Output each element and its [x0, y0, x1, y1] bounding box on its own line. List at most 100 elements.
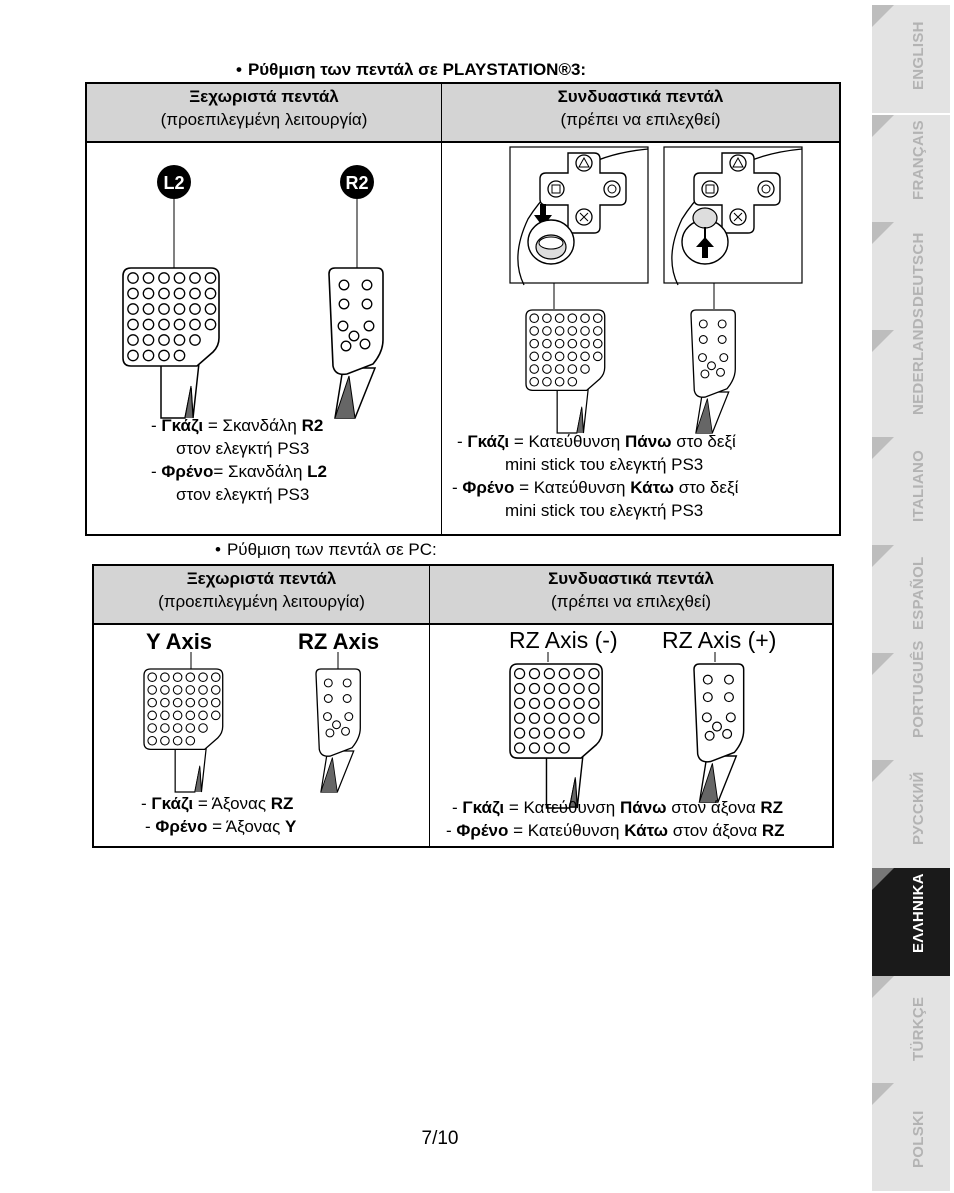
gas-value: RZ: [270, 794, 294, 813]
rz-axis-label: RZ Axis: [298, 629, 380, 654]
gas-line: - Γκάζι = Κατεύθυνση Πάνω στον άξονα RZ: [446, 796, 832, 819]
dash: -: [452, 798, 463, 817]
language-tab-label: POLSKI: [910, 1110, 927, 1168]
ps3-left-header: Ξεχωριστά πεντάλ (προεπιλεγμένη λειτουργ…: [87, 84, 441, 131]
combined-gas-pedal-icon: [693, 663, 745, 803]
tab-corner-fold: [872, 1083, 894, 1105]
dash: -: [141, 794, 152, 813]
pc-section-title: Ρύθμιση των πεντάλ σε PC:: [226, 540, 437, 559]
gas-eq: = Άξονας: [193, 794, 271, 813]
ps3-combined-caption: - Γκάζι = Κατεύθυνση Πάνω στο δεξί mini …: [452, 430, 738, 522]
ps3-section-title: Ρύθμιση των πεντάλ σε PLAYSTATION®3:: [247, 60, 587, 79]
language-tab-3[interactable]: NEDERLANDS: [872, 308, 950, 438]
language-tab-label: ENGLISH: [910, 21, 927, 90]
brake-label: Φρένο: [155, 817, 208, 836]
separate-pedals-title: Ξεχωριστά πεντάλ: [189, 87, 339, 106]
gas-value: RZ: [760, 798, 784, 817]
gas-label: Γκάζι: [151, 794, 194, 813]
brake-direction: Κάτω: [624, 821, 669, 840]
gas-line: - Γκάζι = Άξονας RZ: [141, 792, 296, 815]
brake-pedal-icon: [122, 267, 220, 419]
gas-line-2: στον ελεγκτή PS3: [176, 439, 310, 458]
ps3-table-divider: [441, 84, 442, 534]
tab-corner-fold: [872, 5, 894, 27]
pc-right-header: Συνδυαστικά πεντάλ (πρέπει να επιλεχθεί): [430, 566, 832, 613]
brake-eq: = Άξονας: [207, 817, 286, 836]
dash: -: [446, 821, 457, 840]
language-tab-2[interactable]: DEUTSCH: [872, 222, 950, 330]
language-tab-9[interactable]: TÜRKÇE: [872, 976, 950, 1084]
language-tab-1[interactable]: FRANÇAIS: [872, 115, 950, 223]
gas-tail: στον άξονα: [666, 798, 761, 817]
pc-pedal-table: Ξεχωριστά πεντάλ (προεπιλεγμένη λειτουργ…: [92, 564, 834, 848]
brake-value: L2: [307, 462, 327, 481]
gas-label: Γκάζι: [462, 798, 505, 817]
language-tab-5[interactable]: ESPAÑOL: [872, 545, 950, 653]
tab-corner-fold: [872, 222, 894, 244]
ps3-separate-pedals-illustration: L2 R2: [122, 165, 384, 419]
tab-corner-fold: [872, 760, 894, 782]
gas-pedal-icon: [315, 668, 361, 793]
pc-section-heading: • Ρύθμιση των πεντάλ σε PC:: [215, 540, 437, 560]
language-tab-label: ITALIANO: [910, 449, 927, 522]
gas-tail: στο δεξί: [671, 432, 736, 451]
gas-eq: = Κατεύθυνση: [504, 798, 620, 817]
y-axis-label: Y Axis: [146, 629, 213, 654]
language-tab-4[interactable]: ITALIANO: [872, 437, 950, 545]
gas-direction: Πάνω: [619, 798, 667, 817]
pc-separate-caption: - Γκάζι = Άξονας RZ - Φρένο = Άξονας Y: [141, 792, 296, 838]
pc-table-divider: [429, 566, 430, 846]
bullet: •: [215, 540, 221, 559]
language-tab-label: PORTUGUÊS: [910, 640, 927, 738]
combined-pedals-subtitle: (πρέπει να επιλεχθεί): [550, 592, 712, 611]
l2-badge-text: L2: [163, 173, 184, 193]
gas-pedal-icon: [328, 267, 384, 419]
gas-line: - Γκάζι = Κατεύθυνση Πάνω στο δεξί: [457, 430, 738, 453]
combined-pedals-title: Συνδυαστικά πεντάλ: [557, 87, 724, 106]
r2-badge: R2: [340, 165, 374, 199]
brake-label: Φρένο: [161, 462, 214, 481]
brake-value: Y: [285, 817, 297, 836]
pc-left-header: Ξεχωριστά πεντάλ (προεπιλεγμένη λειτουργ…: [94, 566, 429, 613]
brake-pedal-icon: [143, 668, 224, 793]
brake-value: RZ: [761, 821, 785, 840]
dash: -: [151, 462, 162, 481]
gas-eq: = Σκανδάλη: [203, 416, 302, 435]
language-tab-label: TÜRKÇE: [910, 996, 927, 1061]
language-tab-7[interactable]: РУССКИЙ: [872, 760, 950, 868]
brake-line: - Φρένο = Κατεύθυνση Κάτω στον άξονα RZ: [446, 819, 832, 842]
rz-axis-plus-label: RZ Axis (+): [662, 627, 777, 653]
controller-stick-up-panel: [663, 146, 803, 286]
gas-line: - Γκάζι = Σκανδάλη R2: [151, 414, 327, 437]
ps3-pedal-table: Ξεχωριστά πεντάλ (προεπιλεγμένη λειτουργ…: [85, 82, 841, 536]
language-tab-label: РУССКИЙ: [910, 771, 927, 845]
tab-corner-fold: [872, 330, 894, 352]
language-tab-10[interactable]: POLSKI: [872, 1083, 950, 1191]
ps3-combined-pedals-illustration: [509, 146, 803, 434]
gas-label: Γκάζι: [467, 432, 510, 451]
stick-up-arrow-icon: [696, 237, 714, 258]
tab-corner-fold: [872, 437, 894, 459]
brake-eq: = Κατεύθυνση: [508, 821, 625, 840]
language-tab-0[interactable]: ENGLISH: [872, 5, 950, 113]
brake-line: - Φρένο = Κατεύθυνση Κάτω στο δεξί: [452, 476, 738, 499]
brake-eq: = Σκανδάλη: [213, 462, 308, 481]
combined-gas-pedal-icon: [690, 309, 736, 434]
separate-pedals-title: Ξεχωριστά πεντάλ: [186, 569, 337, 588]
language-tab-label: ESPAÑOL: [910, 556, 927, 631]
l2-badge: L2: [157, 165, 191, 199]
brake-tail: στον άξονα: [668, 821, 762, 840]
language-tab-8[interactable]: ΕΛΛΗΝΙΚΑ: [872, 868, 950, 976]
stick-down-arrow-icon: [534, 204, 552, 227]
language-tab-label: ΕΛΛΗΝΙΚΑ: [910, 873, 927, 953]
pc-combined-caption: - Γκάζι = Κατεύθυνση Πάνω στον άξονα RZ …: [446, 796, 832, 842]
ps3-separate-caption: - Γκάζι = Σκανδάλη R2 στον ελεγκτή PS3 -…: [151, 414, 327, 506]
language-tab-6[interactable]: PORTUGUÊS: [872, 640, 950, 761]
tab-corner-fold: [872, 976, 894, 998]
combined-pedals-title: Συνδυαστικά πεντάλ: [548, 569, 714, 588]
brake-label: Φρένο: [456, 821, 509, 840]
tab-corner-fold: [872, 868, 894, 890]
pc-combined-pedals-illustration: [509, 652, 745, 809]
rz-axis-minus-label: RZ Axis (-): [509, 627, 618, 653]
